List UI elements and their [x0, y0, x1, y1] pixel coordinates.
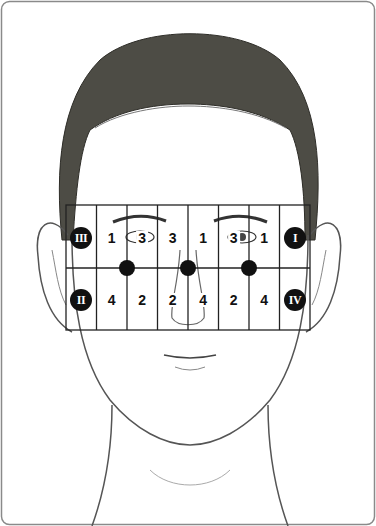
- zone-number: 3: [136, 231, 148, 245]
- zone-number: 2: [167, 293, 179, 307]
- zone-number: 4: [106, 293, 118, 307]
- point-dot: [119, 260, 135, 276]
- zone-numeral: I: [293, 232, 297, 244]
- zone-numeral: IV: [289, 294, 301, 306]
- zone-number: 2: [136, 293, 148, 307]
- zone-number: 4: [197, 293, 209, 307]
- zone-numeral: III: [75, 232, 88, 244]
- zone-circle: I: [284, 227, 306, 249]
- zone-number: 3: [228, 231, 240, 245]
- point-dot: [180, 260, 196, 276]
- zone-number: 1: [258, 231, 270, 245]
- zone-number: 3: [167, 231, 179, 245]
- zone-circle: IV: [284, 289, 306, 311]
- zone-number: 1: [197, 231, 209, 245]
- zone-number: 2: [228, 293, 240, 307]
- zone-number: 4: [258, 293, 270, 307]
- zone-circle: II: [70, 289, 92, 311]
- zone-numeral: II: [77, 294, 85, 306]
- point-dot: [241, 260, 257, 276]
- zone-number: 1: [106, 231, 118, 245]
- zone-grid: [66, 205, 310, 330]
- zone-circle: III: [70, 227, 92, 249]
